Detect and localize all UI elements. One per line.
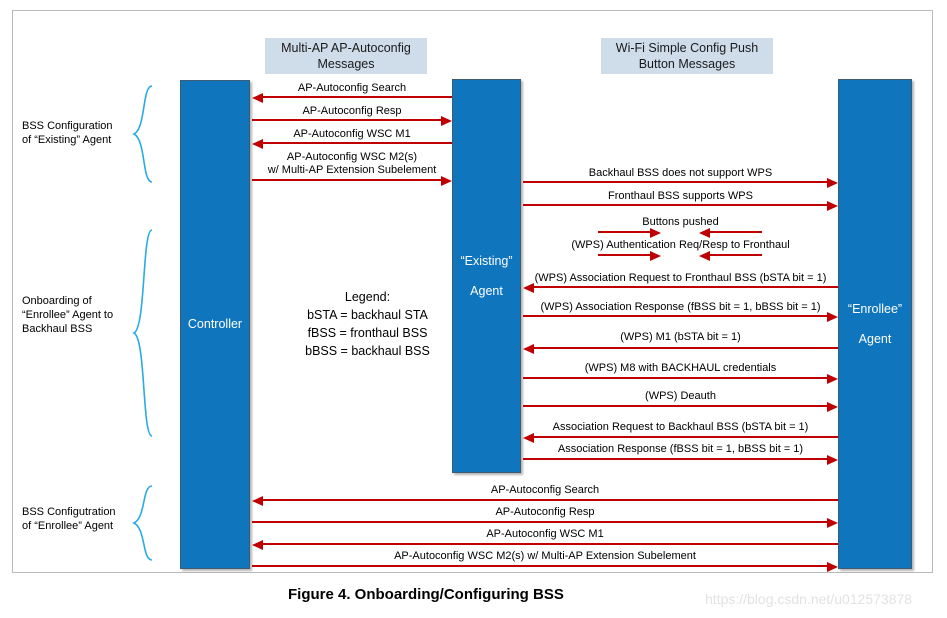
section-header-line2: Messages [317, 57, 375, 71]
lifeline-enrollee-agent-label-line2: Agent [858, 331, 892, 346]
section-header-wifi-simple-config: Wi-Fi Simple Config Push Button Messages [601, 38, 773, 74]
message-m1-line [263, 96, 452, 98]
section-header-multi-ap-autoconfig: Multi-AP AP-Autoconfig Messages [265, 38, 427, 74]
message-m2-label: AP-Autoconfig Resp [302, 105, 402, 117]
message-m14-arrowhead [523, 433, 534, 443]
message-m7-arrowhead-right [650, 228, 661, 238]
message-m13-arrowhead [827, 402, 838, 412]
brace-onboarding-enrollee [130, 228, 154, 438]
message-m18-label: AP-Autoconfig WSC M1 [486, 528, 604, 540]
message-m1-arrowhead [252, 93, 263, 103]
message-m2-line [252, 119, 441, 121]
group-label-line: “Enrollee” Agent to [22, 309, 114, 321]
message-m18-line [263, 543, 838, 545]
message-m10-arrowhead [827, 312, 838, 322]
message-m15-label: Association Response (fBSS bit = 1, bBSS… [557, 443, 804, 455]
group-label-line: BSS Configutration [22, 506, 116, 518]
message-m5-line [523, 181, 827, 183]
message-m17-arrowhead [827, 518, 838, 528]
message-m6-line [523, 204, 827, 206]
message-m13-label: (WPS) Deauth [645, 390, 716, 402]
message-m8-arrowhead-left [699, 251, 710, 261]
message-m3-label: AP-Autoconfig WSC M1 [293, 128, 411, 140]
group-label-line: BSS Configuration [22, 120, 113, 132]
section-header-line1: Multi-AP AP-Autoconfig [281, 41, 411, 55]
section-header-line2: Button Messages [638, 57, 736, 71]
lifeline-enrollee-agent: “Enrollee” Agent [838, 79, 912, 569]
group-label-line: of “Enrollee” Agent [22, 520, 114, 532]
legend-title: Legend: [344, 290, 391, 304]
legend-entry: bBSS = backhaul BSS [305, 344, 430, 358]
message-m16-label: AP-Autoconfig Search [490, 484, 600, 496]
message-m3-line [263, 142, 452, 144]
message-m8-line-right [710, 254, 762, 256]
message-m9-arrowhead [523, 283, 534, 293]
legend: Legend: bSTA = backhaul STA fBSS = front… [285, 288, 450, 360]
message-m12-arrowhead [827, 374, 838, 384]
message-m8-label: (WPS) Authentication Req/Resp to Frontha… [571, 239, 790, 251]
message-m11-arrowhead [523, 344, 534, 354]
legend-entry: bSTA = backhaul STA [307, 308, 428, 322]
message-m8-line-left [598, 254, 650, 256]
message-m4-arrowhead [441, 176, 452, 186]
group-label-bss-config-enrollee: BSS Configutration of “Enrollee” Agent [22, 505, 134, 533]
message-m6-arrowhead [827, 201, 838, 211]
group-label-line: Backhaul BSS [22, 323, 93, 335]
message-m15-line [523, 458, 827, 460]
message-m8-arrowhead-right [650, 251, 661, 261]
message-m12-line [523, 377, 827, 379]
message-m10-label: (WPS) Association Response (fBSS bit = 1… [540, 301, 821, 313]
figure-caption: Figure 4. Onboarding/Configuring BSS [288, 586, 564, 603]
group-label-line: of “Existing” Agent [22, 134, 112, 146]
message-m1-label: AP-Autoconfig Search [297, 82, 407, 94]
message-m5-arrowhead [827, 178, 838, 188]
message-m14-line [534, 436, 838, 438]
message-m3-arrowhead [252, 139, 263, 149]
message-m12-label: (WPS) M8 with BACKHAUL credentials [584, 362, 777, 374]
section-header-line1: Wi-Fi Simple Config Push [615, 41, 759, 55]
message-m4-line [252, 179, 441, 181]
lifeline-enrollee-agent-label-line1: “Enrollee” [847, 301, 903, 316]
message-m13-line [523, 405, 827, 407]
message-m9-label: (WPS) Association Request to Fronthaul B… [534, 272, 827, 284]
group-label-line: Onboarding of [22, 295, 92, 307]
message-m7-label: Buttons pushed [642, 216, 719, 228]
message-m19-label: AP-Autoconfig WSC M2(s) w/ Multi-AP Exte… [394, 550, 696, 562]
message-m14-label: Association Request to Backhaul BSS (bST… [552, 421, 809, 433]
message-m7-line-left [598, 231, 650, 233]
message-m11-label: (WPS) M1 (bSTA bit = 1) [620, 331, 741, 343]
diagram-border [12, 10, 933, 573]
message-m9-line [534, 286, 838, 288]
message-m19-arrowhead [827, 562, 838, 572]
brace-bss-config-enrollee [130, 484, 154, 562]
message-m11-line [534, 347, 838, 349]
message-m6-label: Fronthaul BSS supports WPS [608, 190, 753, 202]
message-m17-label: AP-Autoconfig Resp [495, 506, 595, 518]
message-m15-arrowhead [827, 455, 838, 465]
message-m18-arrowhead [252, 540, 263, 550]
message-m4-label-line1: AP-Autoconfig WSC M2(s) [286, 151, 418, 163]
group-label-onboarding-enrollee: Onboarding of “Enrollee” Agent to Backha… [22, 294, 134, 336]
message-m16-arrowhead [252, 496, 263, 506]
message-m19-line [252, 565, 827, 567]
lifeline-existing-agent-label-line2: Agent [470, 283, 503, 298]
message-m5-label: Backhaul BSS does not support WPS [588, 167, 773, 179]
lifeline-controller: Controller [180, 80, 250, 569]
message-m16-line [263, 499, 838, 501]
message-m4-label-line2: w/ Multi-AP Extension Subelement [267, 164, 437, 176]
message-m7-line-right [710, 231, 762, 233]
lifeline-existing-agent: “Existing” Agent [452, 79, 521, 473]
message-m10-line [523, 315, 827, 317]
watermark: https://blog.csdn.net/u012573878 [705, 591, 913, 607]
lifeline-existing-agent-label-line1: “Existing” [460, 253, 513, 268]
lifeline-controller-label: Controller [187, 317, 243, 331]
group-label-bss-config-existing: BSS Configuration of “Existing” Agent [22, 119, 132, 147]
message-m2-arrowhead [441, 116, 452, 126]
message-m7-arrowhead-left [699, 228, 710, 238]
legend-entry: fBSS = fronthaul BSS [307, 326, 428, 340]
brace-bss-config-existing [130, 84, 154, 184]
message-m17-line [252, 521, 827, 523]
